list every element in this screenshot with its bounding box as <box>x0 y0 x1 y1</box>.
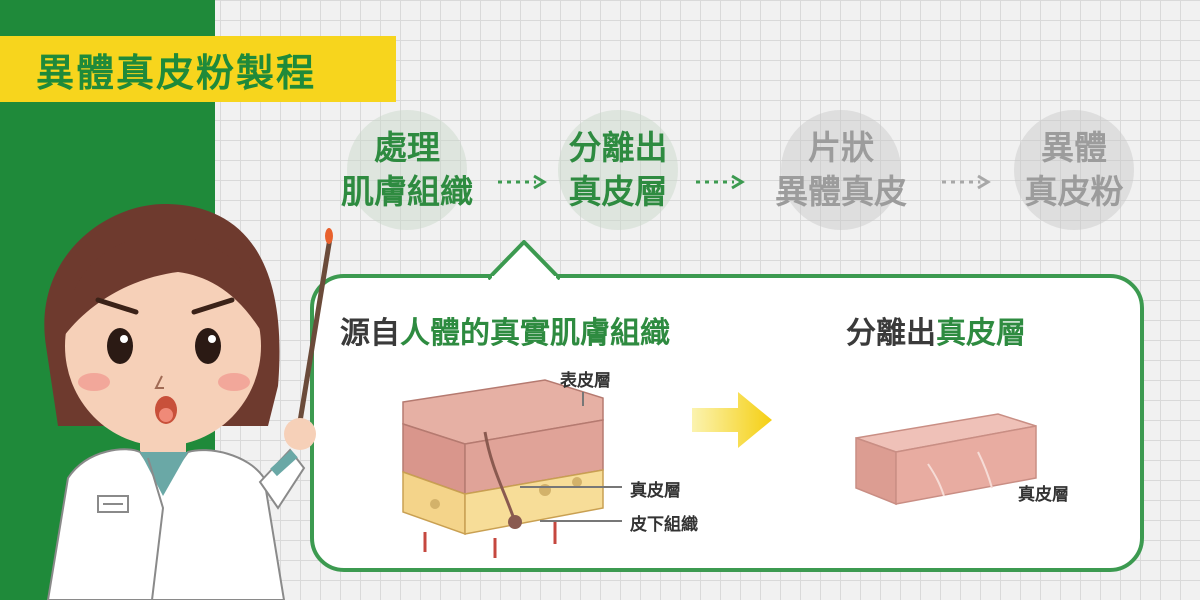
dotted-arrow-icon <box>942 174 991 190</box>
left-heading: 源自人體的真實肌膚組織 <box>340 308 670 352</box>
dermis-label: 真皮層 <box>630 481 681 501</box>
callout-pointer <box>488 240 560 280</box>
right-heading-highlight: 真皮層 <box>936 316 1026 351</box>
step-line1: 分離出 <box>568 128 668 167</box>
dotted-arrow-icon <box>498 174 547 190</box>
subcutaneous-label: 皮下組織 <box>630 515 698 535</box>
step-bubble <box>347 110 467 230</box>
step-line2: 異體真皮 <box>775 172 907 211</box>
title-banner: 異體真皮粉製程 <box>0 36 396 102</box>
doctor-character-illustration <box>44 203 333 600</box>
dermis-leader <box>520 486 622 488</box>
step-process-skin: 處理 肌膚組織 <box>322 110 492 230</box>
step-bubble <box>558 110 678 230</box>
step-dermis-powder: 異體 真皮粉 <box>1004 110 1144 230</box>
epidermis-leader <box>582 392 584 406</box>
step-line1: 異體 <box>1041 128 1107 167</box>
subcutaneous-leader <box>540 520 622 522</box>
right-heading: 分離出真皮層 <box>846 308 1026 352</box>
dermis-result-label: 真皮層 <box>1018 485 1069 505</box>
page-title: 異體真皮粉製程 <box>36 50 317 95</box>
step-separate-dermis: 分離出 真皮層 <box>548 110 688 230</box>
step-line2: 真皮層 <box>568 172 668 211</box>
step-line1: 片狀 <box>808 128 874 167</box>
step-sheet-dermis: 片狀 異體真皮 <box>756 110 926 230</box>
dermis-block-illustration <box>855 413 1037 506</box>
step-bubble <box>781 110 901 230</box>
right-heading-prefix: 分離出 <box>846 316 936 351</box>
skin-cross-section-illustration <box>402 379 604 558</box>
right-arrow-icon <box>692 392 772 448</box>
epidermis-label: 表皮層 <box>560 371 611 391</box>
step-line1: 處理 <box>374 128 440 167</box>
step-line2: 真皮粉 <box>1024 172 1124 211</box>
step-bubble <box>1014 110 1134 230</box>
step-line2: 肌膚組織 <box>341 172 473 211</box>
dotted-arrow-icon <box>696 174 745 190</box>
left-heading-highlight: 人體的真實肌膚組織 <box>400 316 670 351</box>
left-heading-prefix: 源自 <box>340 316 400 351</box>
